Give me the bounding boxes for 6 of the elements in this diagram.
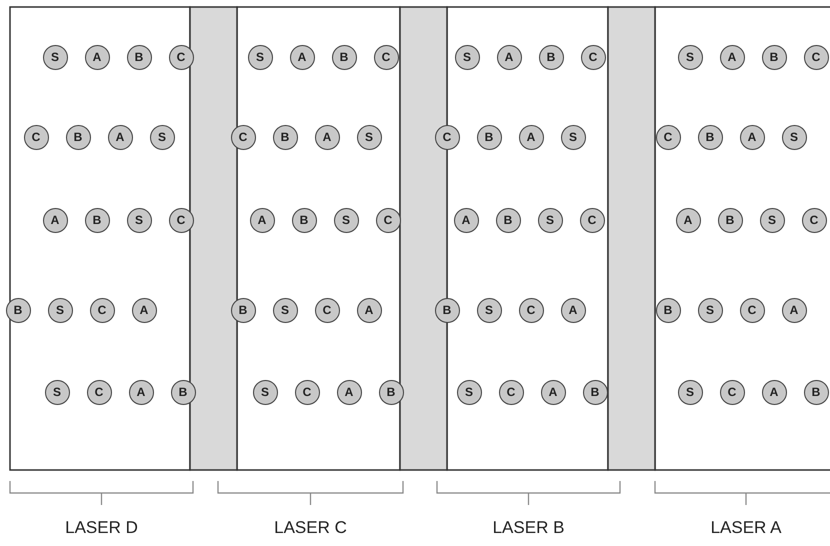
laser-label: LASER B bbox=[492, 518, 564, 538]
laser-label: LASER C bbox=[274, 518, 347, 538]
divider-band bbox=[189, 6, 238, 471]
laser-label: LASER A bbox=[710, 518, 782, 538]
divider-band bbox=[607, 6, 656, 471]
laser-label: LASER D bbox=[65, 518, 138, 538]
